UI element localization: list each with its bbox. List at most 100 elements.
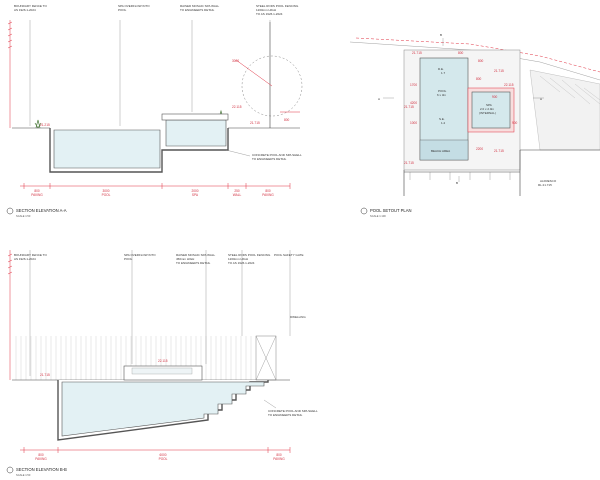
pool-de-value: 1.7 — [441, 71, 446, 75]
marker-a-right: A — [540, 97, 542, 101]
dimension-label: SPA — [192, 193, 199, 197]
pool-label: POOL — [438, 89, 447, 93]
setout-dim-6: 1000 — [410, 121, 417, 125]
section-bb-scale: SCALE 1:50 — [16, 473, 31, 477]
setout-scale: SCALE 1:100 — [370, 214, 386, 218]
level-spa-top-aa: 22.115 — [232, 105, 242, 109]
note-bb-overflow-1: SPA OVERFLOW INTO — [124, 253, 156, 257]
plan-marker-icon — [360, 207, 368, 215]
setout-dim-8: 2200 — [476, 147, 483, 151]
dimension-value: 800 — [38, 453, 44, 457]
setout-plan: A A B B D.E. 1.7 POOL 6 x 3m S.E. 1.2 BE… — [349, 33, 600, 218]
note-bb-overflow-2: POOL — [124, 257, 133, 261]
dimension-label: PAVING — [262, 193, 274, 197]
note-fencing-2: 1200mm HIGH — [256, 8, 276, 12]
setout-dim-3: 900 — [492, 95, 498, 99]
section-marker-icon — [6, 466, 14, 474]
setout-level-4: 21.715 — [494, 149, 504, 153]
dimension-value: 250 — [234, 189, 240, 193]
setout-dim-7: 900 — [512, 121, 518, 125]
spa-size: 2.0 x 2.0m — [480, 107, 495, 111]
setout-level-3: 21.715 — [404, 161, 414, 165]
note-boundary-1: BOUNDARY FENCE TO — [14, 4, 47, 8]
dimension-value: 6000 — [159, 453, 166, 457]
pool-gate — [255, 335, 277, 381]
dimension-label: WALL — [233, 193, 242, 197]
spa-internal: (INTERNAL) — [479, 111, 496, 115]
note-concrete-1: CONCRETE POOL AND SPA SHELL — [252, 153, 302, 157]
note-bb-raised-2: 450mm HIGH — [176, 257, 194, 261]
alfresco-label: ALFRESCO — [540, 179, 557, 183]
note-fencing-3: TO AS 1926.1-2024 — [256, 12, 283, 16]
note-concrete-2: TO ENGINEER'S DETAIL — [252, 157, 287, 161]
pool-water-bb — [61, 381, 265, 437]
marker-b-top: B — [440, 33, 442, 37]
alfresco-level: RL 21.715 — [538, 183, 552, 187]
note-fencing-1: STEEL RODS POOL FENCING — [256, 4, 299, 8]
pool-se-value: 1.2 — [441, 121, 446, 125]
setout-level-1: 21.715 — [412, 51, 422, 55]
setout-title: POOL SETOUT PLAN — [370, 208, 412, 213]
note-bb-raised-3: TO ENGINEER'S DETAIL — [176, 261, 211, 265]
note-bb-fencing-3: TO AS 1926.1-2024 — [228, 261, 255, 265]
setout-dim-4: 1700 — [410, 83, 417, 87]
pool-water-aa — [53, 129, 161, 169]
dimension-label: PAVING — [273, 457, 285, 461]
section-bb-title: SECTION ELEVATION B-B — [16, 467, 67, 472]
setout-dim-1: 800 — [478, 59, 484, 63]
note-bb-raised-1: RAISED MOSAIC SPA WALL — [176, 253, 216, 257]
setout-dim-9: 800 — [458, 51, 464, 55]
spa-plan — [471, 91, 511, 129]
note-raised-wall-1: RAISED MOSAIC SPA WALL — [180, 4, 220, 8]
dimension-value: 800 — [265, 189, 271, 193]
level-left-bb: 21.715 — [40, 373, 50, 377]
dimension-value: 800 — [34, 189, 40, 193]
note-bb-gate: POOL SAFETY GATE — [274, 253, 303, 257]
dimension-label: POOL — [102, 193, 111, 197]
note-boundary-2: AS 1926.1-2024 — [14, 8, 36, 12]
right-dim-aa: 800 — [284, 118, 290, 122]
note-spa-overflow-1: SPA OVERFLOW INTO — [118, 4, 150, 8]
radius-circle — [241, 55, 303, 117]
note-raised-wall-2: TO ENGINEER'S DETAIL — [180, 8, 215, 12]
section-bb: BOUNDARY FENCE TO AS 1926.1-2024 SPA OVE… — [6, 250, 318, 477]
setout-dim-5: 4200 — [410, 101, 417, 105]
dimension-value: 3000 — [102, 189, 109, 193]
dimension-label: POOL — [159, 457, 168, 461]
note-bb-boundary-2: AS 1926.1-2024 — [14, 257, 36, 261]
marker-b-bottom: B — [456, 181, 458, 185]
boundary-fence-aa — [7, 20, 13, 128]
section-aa-title: SECTION ELEVATION A-A — [16, 208, 67, 213]
note-bb-concrete-2: TO ENGINEER'S DETAIL — [268, 413, 303, 417]
level-spa-bb: 22.115 — [158, 359, 168, 363]
note-bb-boundary-1: BOUNDARY FENCE TO — [14, 253, 47, 257]
section-marker-icon — [6, 207, 14, 215]
note-bb-dwelling: DWELLING — [290, 315, 306, 319]
dimension-label: PAVING — [35, 457, 47, 461]
note-bb-fencing-2: 1200mm HIGH — [228, 257, 248, 261]
boundary-fence-bb — [7, 250, 13, 380]
dimension-value: 800 — [276, 453, 282, 457]
beach-area — [419, 139, 469, 161]
section-aa-scale: SCALE 1:50 — [16, 214, 31, 218]
level-left-aa: 21.215 — [40, 123, 50, 127]
pool-se-label: S.E. — [439, 117, 445, 121]
marker-a-left: A — [378, 97, 380, 101]
pool-de-label: D.E. — [438, 67, 444, 71]
pool-size: 6 x 3m — [437, 93, 447, 97]
note-spa-overflow-2: POOL — [118, 8, 127, 12]
setout-dim-2: 800 — [476, 77, 482, 81]
level-right-aa: 21.715 — [250, 121, 260, 125]
section-aa: 3000 BOUNDARY FENCE TO AS 1926.1-2024 SP… — [6, 4, 303, 218]
setout-level-5: 21.715 — [494, 69, 504, 73]
note-bb-concrete-1: CONCRETE POOL AND SPA SHELL — [268, 409, 318, 413]
note-bb-fencing-1: STEEL RODS POOL FENCING — [228, 253, 271, 257]
dimension-value: 2000 — [191, 189, 198, 193]
setout-level-2: 21.715 — [404, 105, 414, 109]
radius-dim: 3000 — [232, 59, 239, 63]
setout-level-spa: 22.115 — [504, 83, 514, 87]
spa-water-aa — [165, 119, 227, 147]
